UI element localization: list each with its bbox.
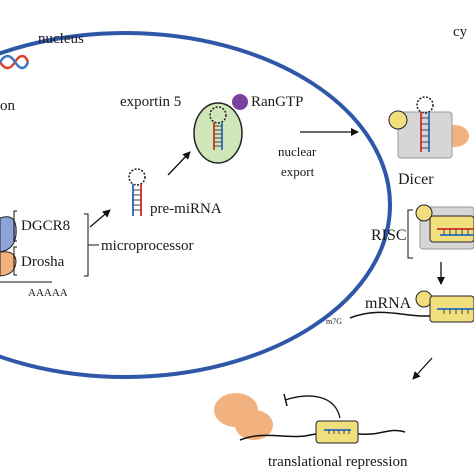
- inhibition-bar: [283, 393, 288, 407]
- inhibition-line: [284, 395, 341, 419]
- risc-yellow-subunit: [415, 204, 433, 222]
- microprocessor-bracket: [84, 213, 89, 277]
- cytoplasm-label-partial: cy: [453, 24, 468, 40]
- drosha-bracket: [13, 246, 17, 276]
- mrna-label: mRNA: [365, 295, 412, 312]
- ribosome-large-subunit: [214, 393, 258, 427]
- dgcr8-label: DGCR8: [21, 218, 70, 234]
- repression-guide-rna: [324, 429, 351, 434]
- nuclear-label: nuclear: [278, 144, 317, 159]
- exportin5-complex: [193, 94, 248, 164]
- dgcr8-bracket: [13, 210, 17, 242]
- exportin5-label: exportin 5: [120, 94, 181, 110]
- translational-repression-label: translational repression: [268, 454, 408, 470]
- microprocessor-to-pre-mirna-arrow: [89, 209, 111, 228]
- dicer-label: Dicer: [398, 171, 434, 188]
- pre-mirna-label: pre-miRNA: [150, 201, 222, 217]
- mrna-guide-rna: [437, 308, 474, 314]
- microprocessor-label: microprocessor: [101, 238, 193, 254]
- polya-label: AAAAA: [28, 287, 68, 299]
- translational-repression-complex: [214, 393, 406, 444]
- pre-mirna-to-exportin-arrow: [167, 151, 191, 176]
- microprocessor-complex: [0, 216, 52, 283]
- pre-mirna-hairpin: [128, 168, 146, 216]
- dicer-protein: [397, 111, 453, 159]
- dicer-hairpin: [416, 96, 434, 152]
- risc-label: RISC: [371, 227, 407, 244]
- mrna-strand: [349, 311, 474, 319]
- mrna-to-repression-arrow: [412, 357, 433, 380]
- drosha-label: Drosha: [21, 254, 65, 270]
- dicer-complex: [388, 96, 469, 159]
- dna-helix-icon: [0, 54, 30, 70]
- transcription-label-partial: on: [0, 98, 16, 114]
- drosha-protein: [0, 251, 17, 277]
- exportin-hairpin: [209, 106, 227, 150]
- export-label: export: [281, 164, 315, 179]
- repression-risc-protein: [315, 420, 359, 444]
- mrna-target: [349, 290, 474, 323]
- rangtp-circle: [232, 94, 248, 110]
- risc-bracket: [407, 209, 413, 259]
- risc-complex: [415, 204, 474, 250]
- exportin5-protein: [193, 102, 243, 164]
- m7g-label: m7G: [326, 317, 342, 326]
- dgcr8-protein: [0, 216, 17, 253]
- risc-guide-rna: [437, 228, 474, 236]
- nuclear-membrane: [0, 31, 392, 379]
- nucleus-label: nucleus: [38, 31, 84, 47]
- dicer-yellow-subunit: [388, 110, 408, 130]
- rangtp-label: RanGTP: [251, 94, 304, 110]
